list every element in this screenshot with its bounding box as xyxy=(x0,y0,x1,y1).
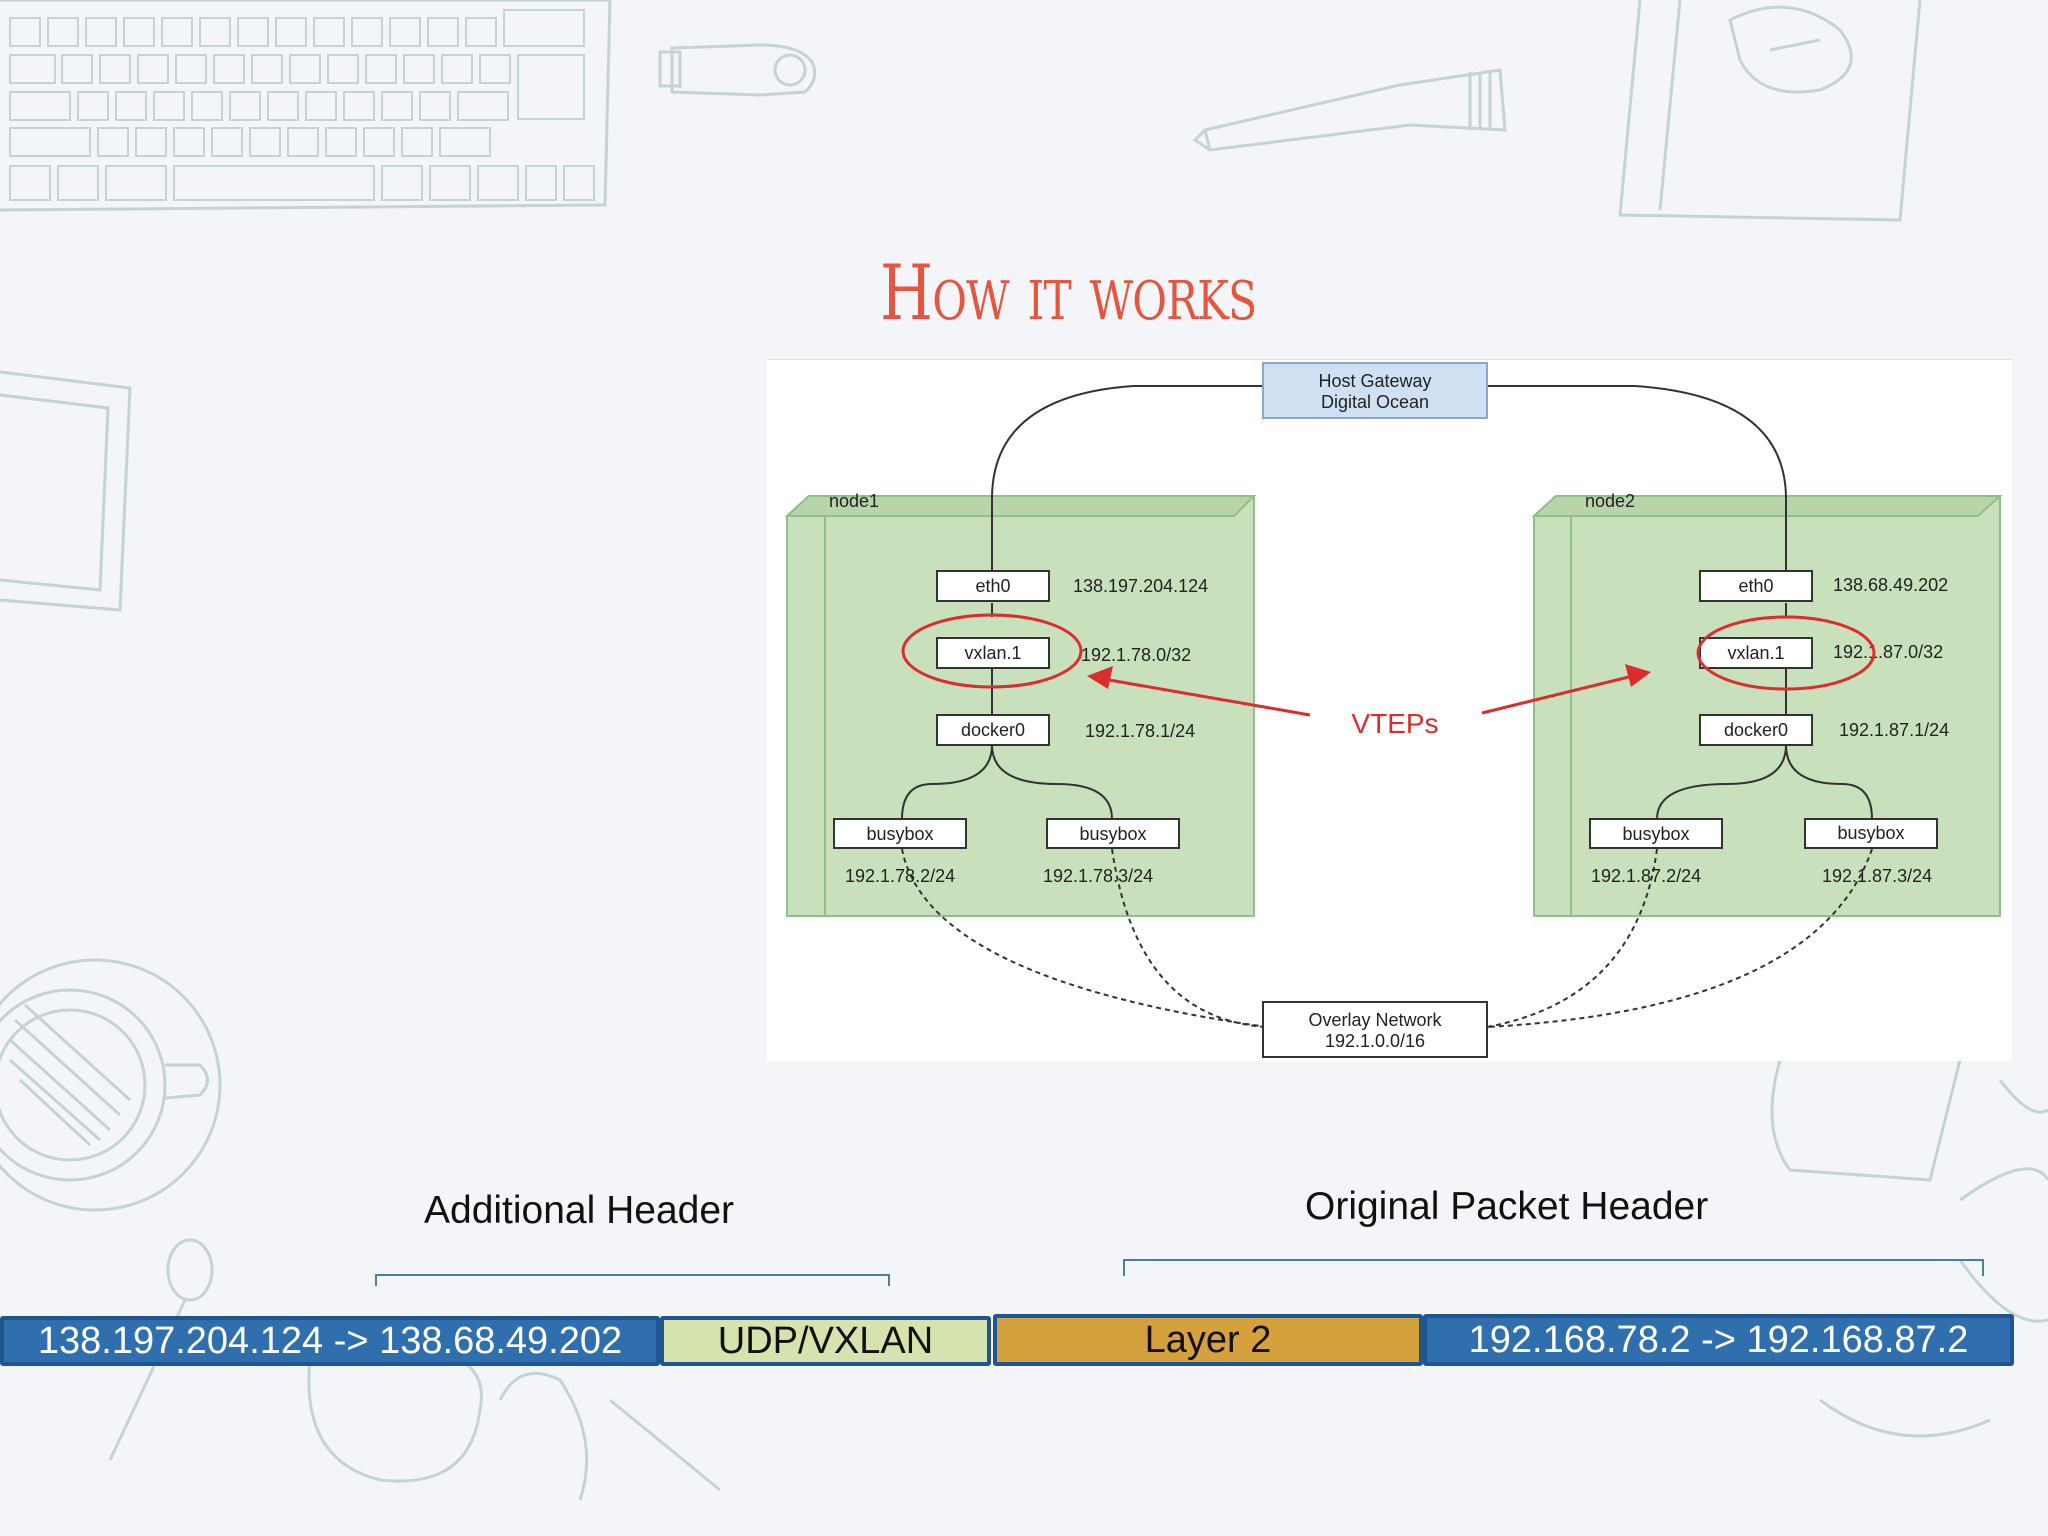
node1-busybox2-ip: 192.1.78.3/24 xyxy=(1043,866,1153,886)
node1-busybox1-label: busybox xyxy=(866,824,933,844)
headphones-sketch-icon xyxy=(1770,1059,2048,1438)
node1-vtep-highlight xyxy=(901,613,1083,689)
additional-header-label: Additional Header xyxy=(424,1189,735,1232)
node2-eth0-ip: 138.68.49.202 xyxy=(1833,575,1948,595)
node2-busybox2-ip: 192.1.87.3/24 xyxy=(1822,866,1932,886)
gateway-line1: Host Gateway xyxy=(1318,371,1431,391)
vxlan-network-diagram: Host Gateway Digital Ocean Overlay Netwo… xyxy=(767,359,2012,1061)
gateway-line2: Digital Ocean xyxy=(1321,392,1429,412)
packet-outer-ips: 138.197.204.124 -> 138.68.49.202 xyxy=(0,1316,660,1366)
node1-busybox1-box xyxy=(833,818,967,849)
node1-busybox2-box xyxy=(1046,818,1180,849)
packet-inner-ips: 192.168.78.2 -> 192.168.87.2 xyxy=(1423,1314,2014,1366)
node1-busybox1-ip: 192.1.78.2/24 xyxy=(845,866,955,886)
node2-docker0-box xyxy=(1699,714,1813,746)
node2-vxlan-box xyxy=(1699,637,1813,669)
overlay-links xyxy=(901,848,1873,1028)
marker-sketch-icon xyxy=(1192,68,1507,152)
usb-drive-sketch-icon xyxy=(658,43,817,97)
node2-busybox2-label: busybox xyxy=(1837,823,1904,843)
packet-udp-vxlan: UDP/VXLAN xyxy=(660,1316,991,1366)
node2-vxlan-ip: 192.1.87.0/32 xyxy=(1833,642,1943,662)
node1-eth0-label: eth0 xyxy=(975,576,1010,596)
node2-docker0-label: docker0 xyxy=(1724,720,1788,740)
node1-docker0-ip: 192.1.78.1/24 xyxy=(1085,721,1195,741)
node2-box xyxy=(1531,495,2003,917)
node1-label: node1 xyxy=(829,491,879,511)
node1-eth0-ip: 138.197.204.124 xyxy=(1073,576,1208,596)
vtep-arrows xyxy=(1087,664,1651,717)
node1-docker0-box xyxy=(936,714,1050,746)
connection-lines xyxy=(901,385,1873,820)
node2-busybox1-ip: 192.1.87.2/24 xyxy=(1591,866,1701,886)
glasses-sketch-icon xyxy=(307,1348,721,1501)
node2-docker0-ip: 192.1.87.1/24 xyxy=(1839,720,1949,740)
overlay-line1: Overlay Network xyxy=(1308,1010,1442,1030)
node2-vtep-highlight xyxy=(1696,615,1876,691)
overlay-network-box xyxy=(1262,1001,1488,1058)
node1-busybox2-label: busybox xyxy=(1079,824,1146,844)
node2-eth0-label: eth0 xyxy=(1738,576,1773,596)
node2-vxlan-label: vxlan.1 xyxy=(1727,643,1784,663)
node2-label: node2 xyxy=(1585,491,1635,511)
tablet-sketch-icon xyxy=(0,370,132,612)
node2-busybox2-box xyxy=(1804,818,1938,849)
node2-busybox1-box xyxy=(1589,818,1723,849)
node1-vxlan-ip: 192.1.78.0/32 xyxy=(1081,645,1191,665)
node2-eth0-box xyxy=(1699,570,1813,602)
vteps-label: VTEPs xyxy=(1351,708,1438,739)
node1-eth0-box xyxy=(936,570,1050,602)
overlay-line2: 192.1.0.0/16 xyxy=(1325,1031,1425,1051)
original-header-label: Original Packet Header xyxy=(1305,1185,1709,1228)
coffee-cup-sketch-icon xyxy=(0,958,222,1212)
node1-docker0-label: docker0 xyxy=(961,720,1025,740)
slide-title: How it works xyxy=(880,248,1257,337)
notebook-sketch-icon xyxy=(1618,0,1922,222)
node1-vxlan-box xyxy=(936,637,1050,669)
node1-box xyxy=(784,495,1257,917)
packet-layer2: Layer 2 xyxy=(993,1314,1423,1366)
keyboard-sketch-icon xyxy=(0,0,612,212)
node2-busybox1-label: busybox xyxy=(1622,824,1689,844)
host-gateway-box xyxy=(1262,362,1488,419)
node1-vxlan-label: vxlan.1 xyxy=(964,643,1021,663)
